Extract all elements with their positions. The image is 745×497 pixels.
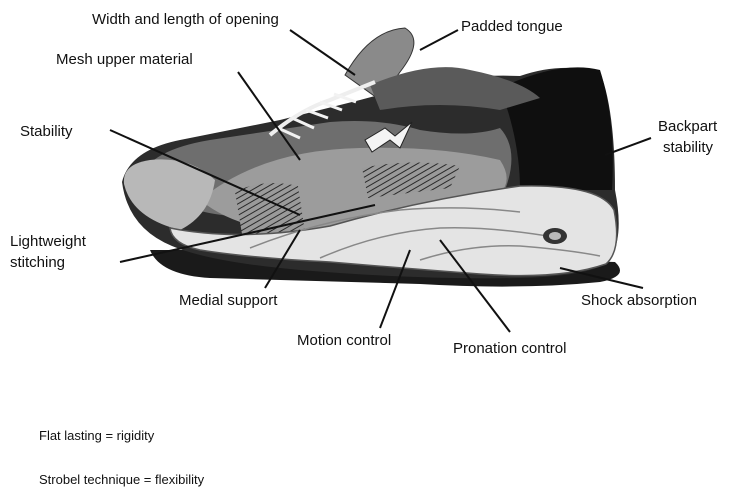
label-motion-control: Motion control [297, 332, 391, 350]
shoe-illustration [122, 28, 620, 287]
label-lightweight-line2: stitching [10, 254, 65, 272]
label-medial-support: Medial support [179, 292, 277, 310]
label-backpart-line1: Backpart [658, 118, 717, 136]
note-flat-lasting: Flat lasting = rigidity [39, 428, 154, 444]
label-lightweight-line1: Lightweight [10, 233, 86, 251]
label-mesh-upper: Mesh upper material [56, 51, 193, 69]
label-padded-tongue: Padded tongue [461, 18, 563, 36]
note-strobel: Strobel technique = flexibility [39, 472, 204, 488]
label-backpart-line2: stability [663, 139, 713, 157]
label-stability: Stability [20, 123, 73, 141]
label-shock-absorption: Shock absorption [581, 292, 697, 310]
label-pronation-control: Pronation control [453, 340, 566, 358]
label-width-length-opening: Width and length of opening [92, 11, 279, 29]
